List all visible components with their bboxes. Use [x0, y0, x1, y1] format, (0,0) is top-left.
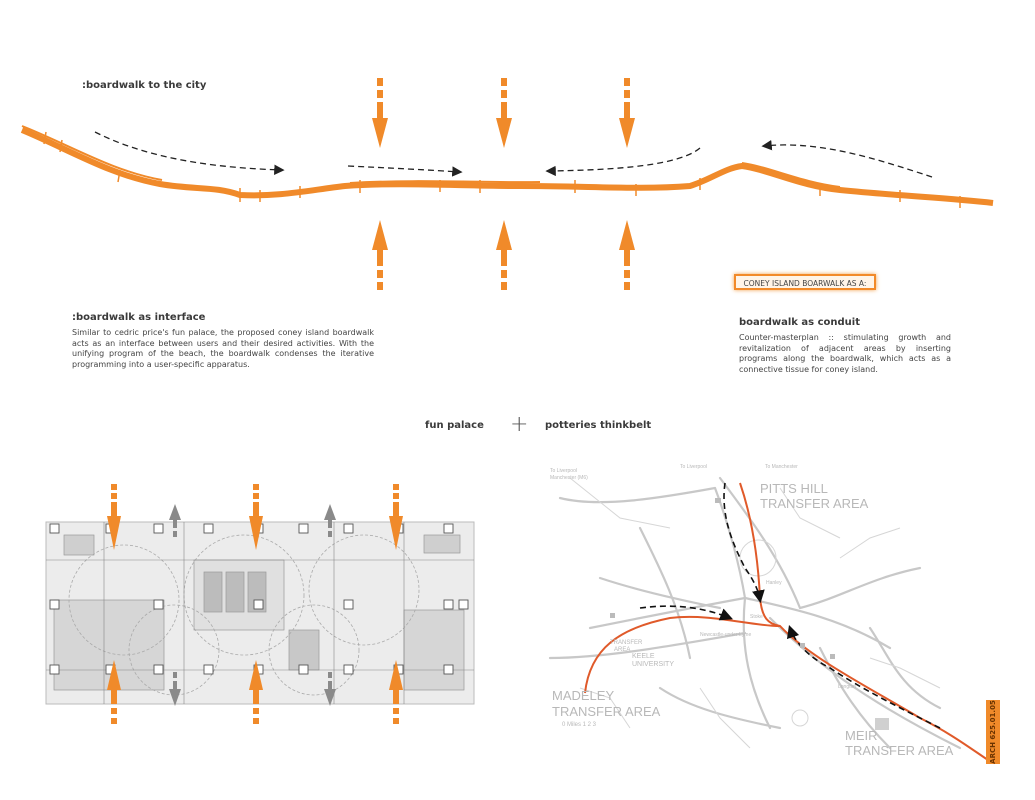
map-label-stoke: Stoke [750, 614, 763, 620]
text-interface: Similar to cedric price's fun palace, th… [72, 328, 374, 369]
project-tag: CONEY ISLAND BOARWALK AS A: [734, 274, 876, 290]
map-markers [610, 498, 889, 730]
fun-palace-orange-arrows [107, 484, 403, 724]
heading-potteries-thinkbelt: potteries thinkbelt [545, 420, 652, 431]
boardwalk-diagram [20, 78, 994, 290]
heading-boardwalk-interface: :boardwalk as interface [72, 312, 206, 323]
map-minor-roads [569, 477, 941, 749]
sheet-code-text: ARCH 625.01.05 [989, 700, 997, 764]
map-label-pitts-hill-1: PITTS HILL [760, 481, 828, 496]
map-label-newcastle: Newcastle-under-Lyme [700, 632, 751, 638]
potteries-map: PITTS HILL TRANSFER AREA MADELEY TRANSFE… [548, 464, 989, 761]
text-conduit: Counter-masterplan :: stimulating growth… [739, 333, 951, 374]
map-label-transfer-1: TRANSFER [610, 640, 643, 646]
plus-sign: + [510, 412, 529, 437]
map-label-hanley: Hanley [766, 580, 782, 586]
map-label-madeley-2: TRANSFER AREA [552, 704, 661, 719]
map-label-longton: Longton [838, 684, 856, 690]
map-label-keele-1: KEELE [632, 653, 655, 660]
map-label-transfer-2: AREA [614, 647, 630, 653]
map-label-madeley-1: MADELEY [552, 688, 614, 703]
map-label-to-liverpool: To Liverpool [550, 468, 577, 474]
map-label-scale: 0 Miles 1 2 3 [562, 722, 597, 728]
map-label-meir-2: TRANSFER AREA [845, 743, 954, 758]
map-label-keele-2: UNIVERSITY [632, 661, 674, 668]
thinkbelt-rail [584, 615, 989, 761]
map-label-meir-1: MEIR [845, 728, 878, 743]
map-label-manchester: Manchester (M6) [550, 475, 588, 481]
sheet-code: ARCH 625.01.05 [986, 700, 1000, 764]
flow-arrows [94, 131, 933, 178]
fun-palace-plan [45, 484, 475, 724]
map-label-pitts-hill-2: TRANSFER AREA [760, 496, 869, 511]
map-label-to-liverpool-2: To Liverpool [680, 464, 707, 470]
map-flow-arrows [639, 482, 941, 729]
program-arrows [372, 78, 635, 290]
map-label-to-manchester: To Manchester [765, 464, 798, 470]
fun-palace-gray-arrows [169, 504, 336, 706]
heading-fun-palace: fun palace [425, 420, 484, 431]
heading-boardwalk-conduit: boardwalk as conduit [739, 317, 860, 328]
boardwalk-band [20, 127, 994, 206]
heading-boardwalk-to-city: :boardwalk to the city [82, 80, 207, 91]
boardwalk-ticks [43, 131, 961, 208]
